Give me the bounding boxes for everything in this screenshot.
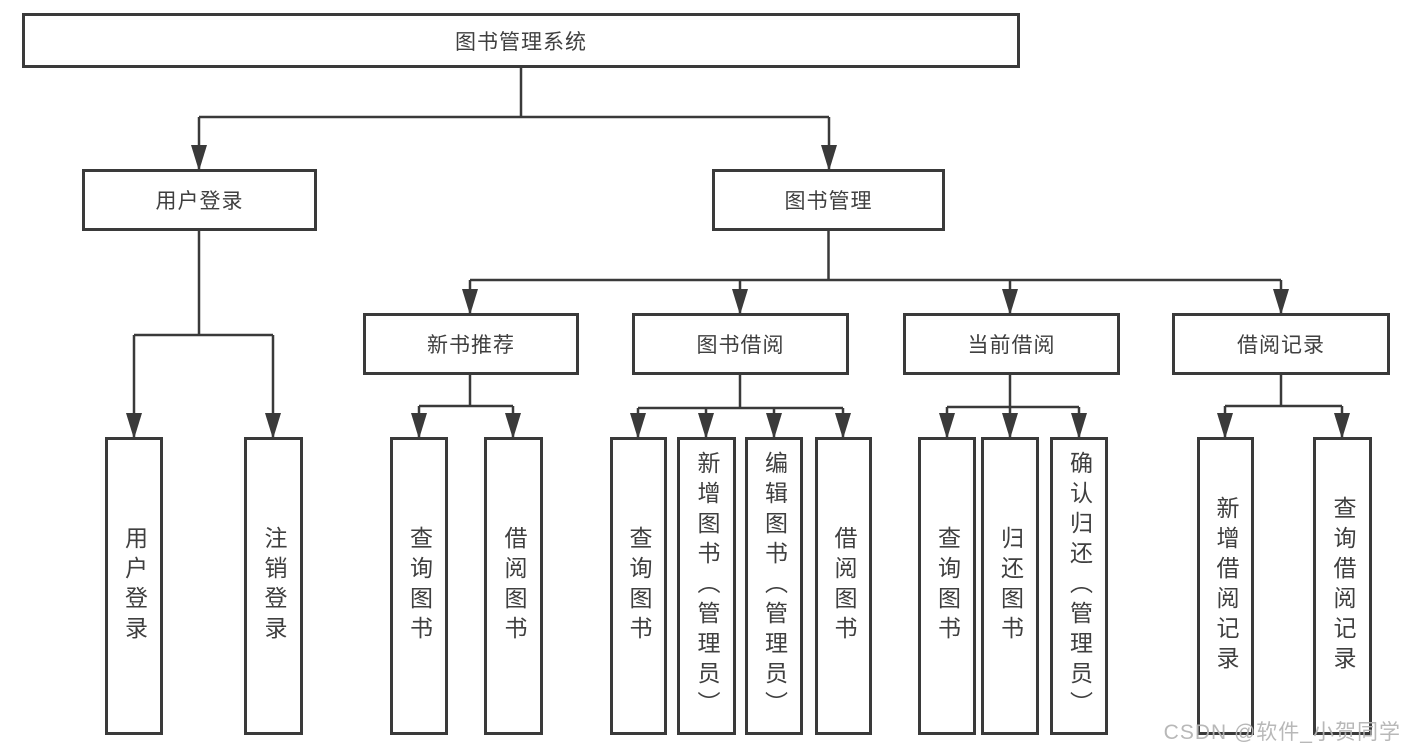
leaf-logout: 注销登录: [244, 437, 303, 735]
node-library-management-system: 图书管理系统: [22, 13, 1020, 68]
leaf-query-books-current: 查询图书: [918, 437, 976, 735]
node-current-borrowing: 当前借阅: [903, 313, 1120, 375]
node-user-login: 用户登录: [82, 169, 317, 231]
csdn-watermark: CSDN @软件_小贺同学: [1163, 721, 1401, 744]
leaf-query-books-recommend: 查询图书: [390, 437, 448, 735]
node-borrowing-records: 借阅记录: [1172, 313, 1390, 375]
leaf-query-borrow-record: 查询借阅记录: [1313, 437, 1372, 735]
leaf-confirm-return-admin: 确认归还（管理员）: [1050, 437, 1108, 735]
leaf-add-books-admin: 新增图书（管理员）: [677, 437, 736, 735]
leaf-query-books-borrowing: 查询图书: [610, 437, 667, 735]
node-book-borrowing: 图书借阅: [632, 313, 849, 375]
node-new-book-recommendation: 新书推荐: [363, 313, 579, 375]
leaf-add-borrow-record: 新增借阅记录: [1197, 437, 1254, 735]
leaf-borrow-books: 借阅图书: [815, 437, 872, 735]
leaf-borrow-books-recommend: 借阅图书: [484, 437, 543, 735]
leaf-edit-books-admin: 编辑图书（管理员）: [745, 437, 803, 735]
leaf-return-books: 归还图书: [981, 437, 1039, 735]
node-book-management: 图书管理: [712, 169, 945, 231]
leaf-user-login: 用户登录: [105, 437, 163, 735]
